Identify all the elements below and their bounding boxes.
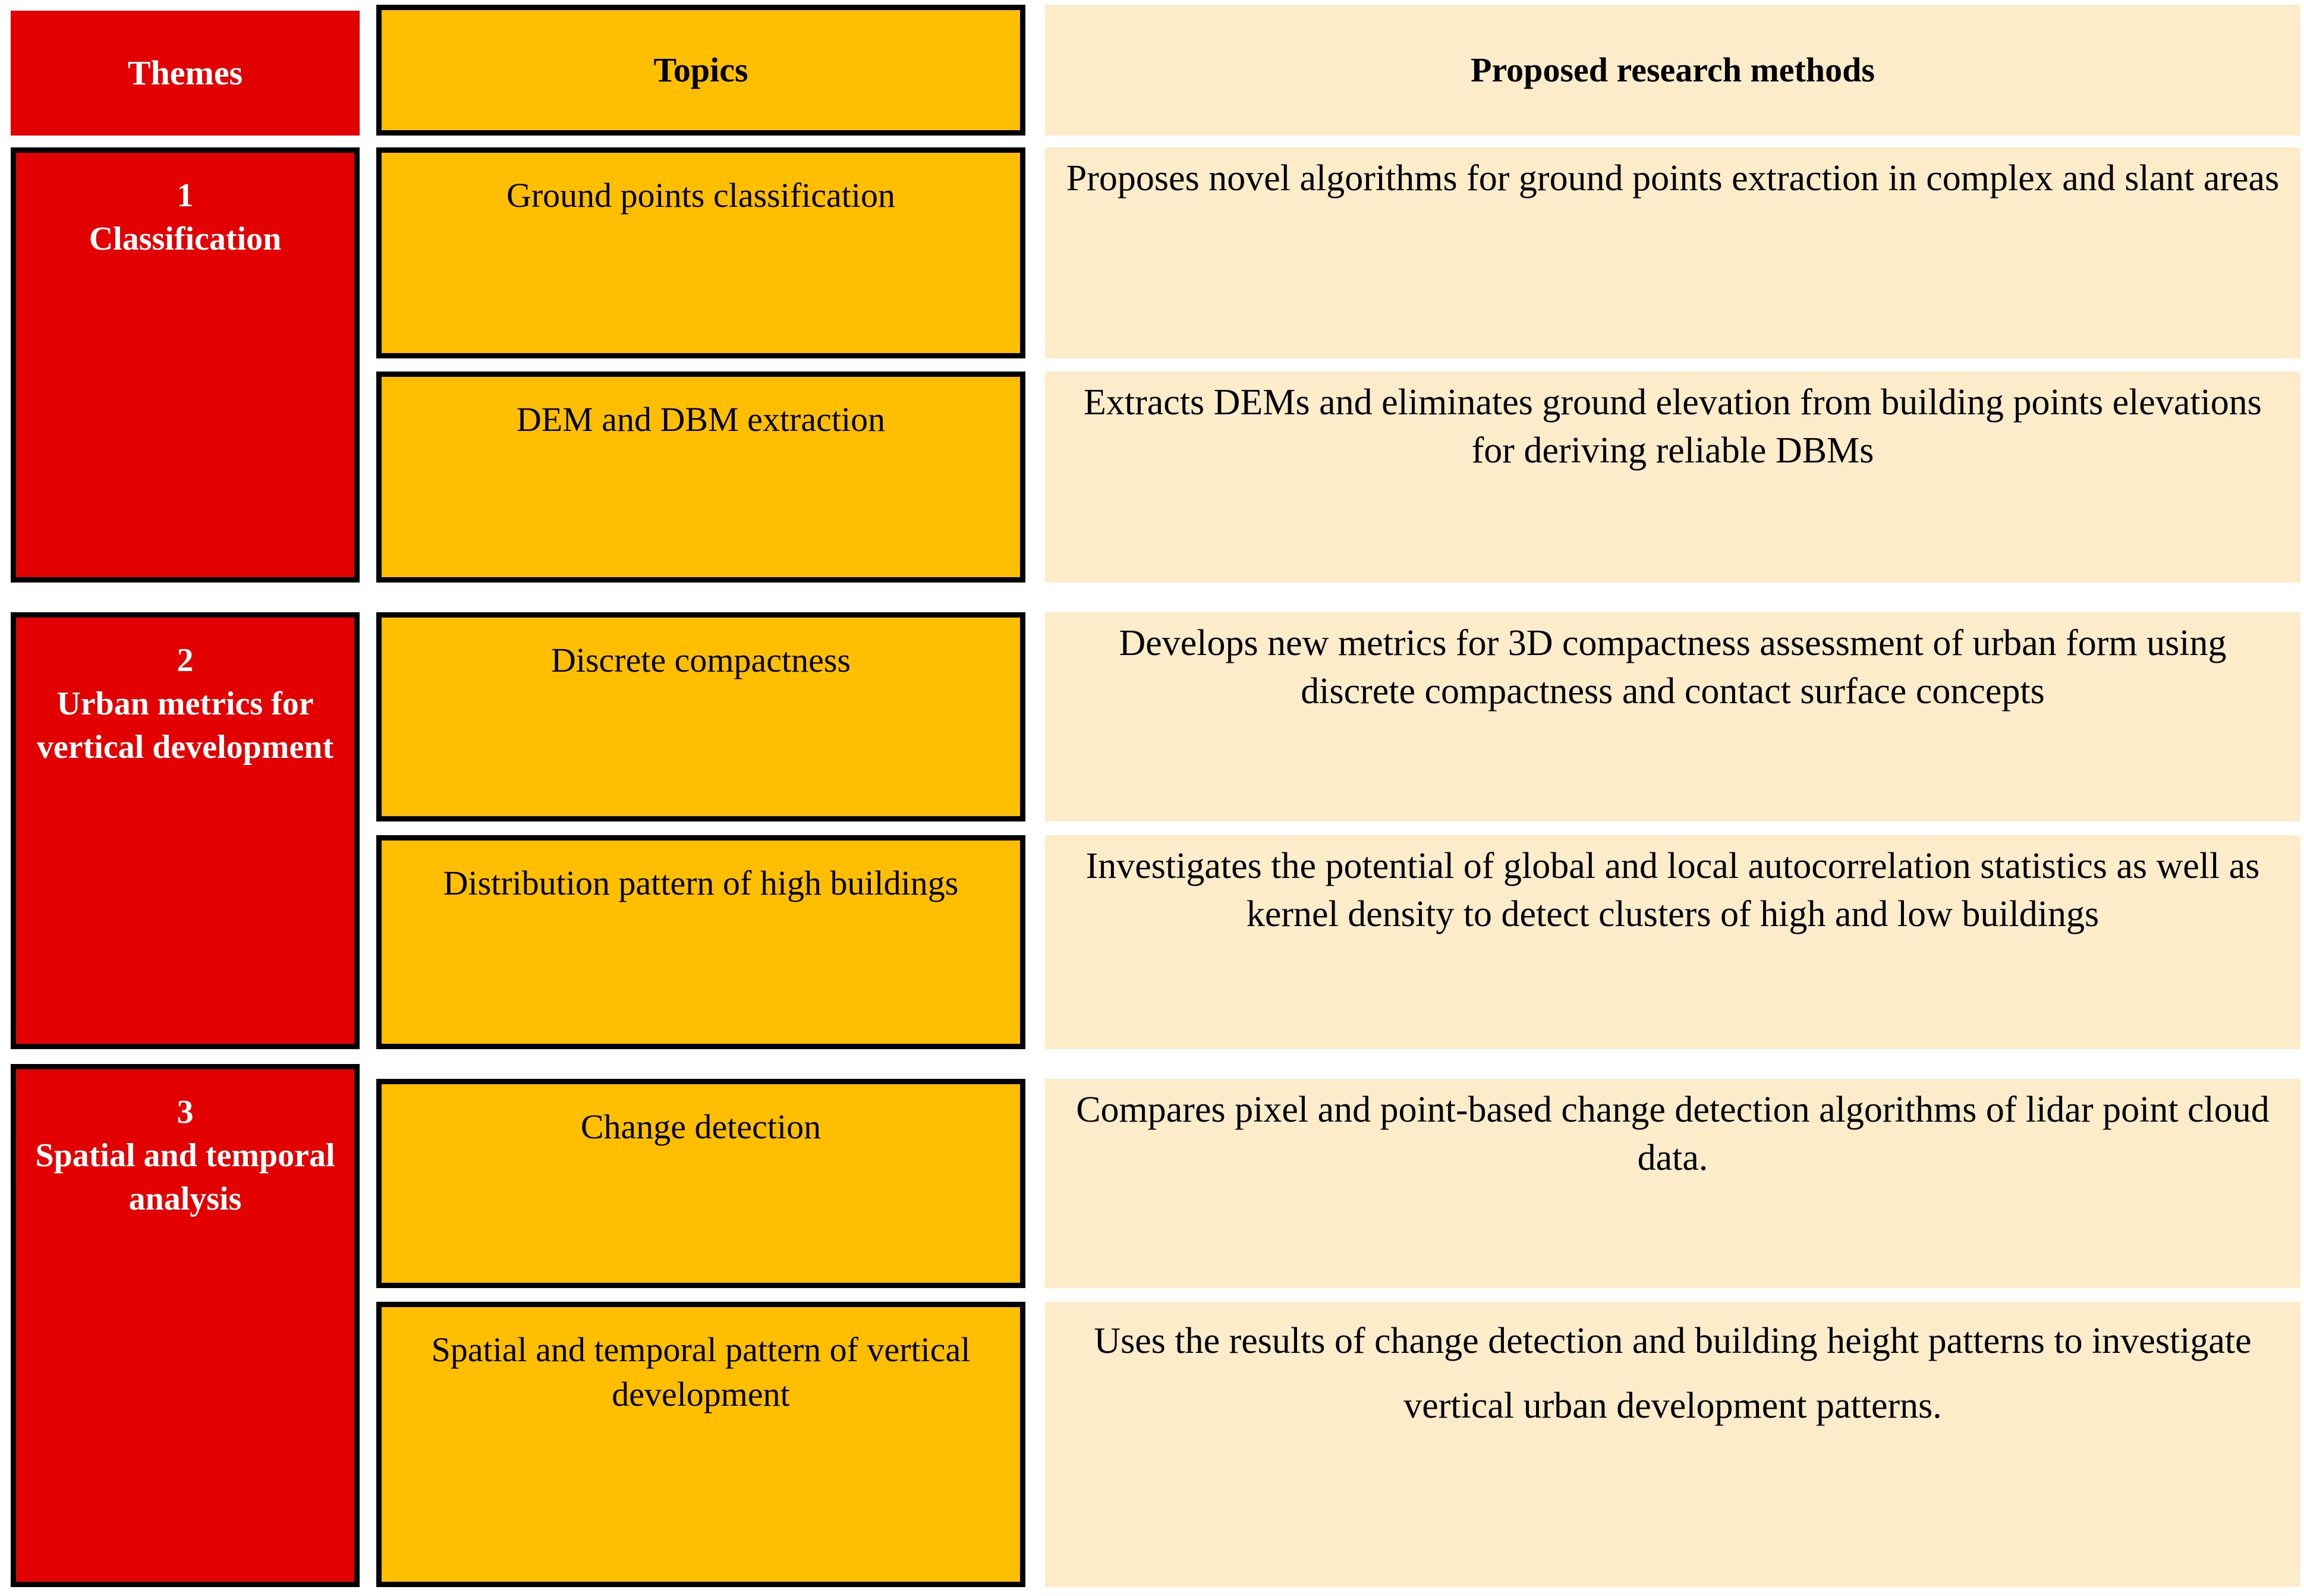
method-cell-1-1: Proposes novel algorithms for ground poi…	[1045, 147, 2300, 358]
theme-cell-1: 1 Classification	[11, 147, 360, 583]
method-cell-2-2: Investigates the potential of global and…	[1045, 835, 2300, 1049]
method-cell-3-1: Compares pixel and point-based change de…	[1045, 1079, 2300, 1288]
method-cell-3-2: Uses the results of change detection and…	[1045, 1302, 2300, 1587]
theme-cell-2: 2 Urban metrics for vertical development	[11, 612, 360, 1049]
topic-cell-2-1[interactable]: Discrete compactness	[376, 612, 1025, 821]
topic-cell-1-2[interactable]: DEM and DBM extraction	[376, 372, 1025, 583]
topic-cell-1-1[interactable]: Ground points classification	[376, 147, 1025, 358]
method-cell-1-2: Extracts DEMs and eliminates ground elev…	[1045, 372, 2300, 583]
theme-name-1: Classification	[89, 220, 282, 257]
topic-cell-3-2[interactable]: Spatial and temporal pattern of vertical…	[376, 1302, 1025, 1587]
topic-cell-3-1[interactable]: Change detection	[376, 1079, 1025, 1288]
theme-number-2: 2	[177, 642, 194, 679]
topic-cell-2-2[interactable]: Distribution pattern of high buildings	[376, 835, 1025, 1049]
header-topics: Topics	[376, 5, 1025, 136]
theme-number-3: 3	[177, 1094, 194, 1131]
theme-name-2: Urban metrics for vertical development	[36, 685, 334, 766]
method-cell-2-1: Develops new metrics for 3D compactness …	[1045, 612, 2300, 821]
header-proposed-research-methods: Proposed research methods	[1045, 5, 2300, 136]
header-themes: Themes	[11, 11, 360, 136]
theme-number-1: 1	[177, 177, 194, 214]
theme-name-3: Spatial and temporal analysis	[35, 1137, 335, 1217]
theme-cell-3: 3 Spatial and temporal analysis	[11, 1064, 360, 1587]
